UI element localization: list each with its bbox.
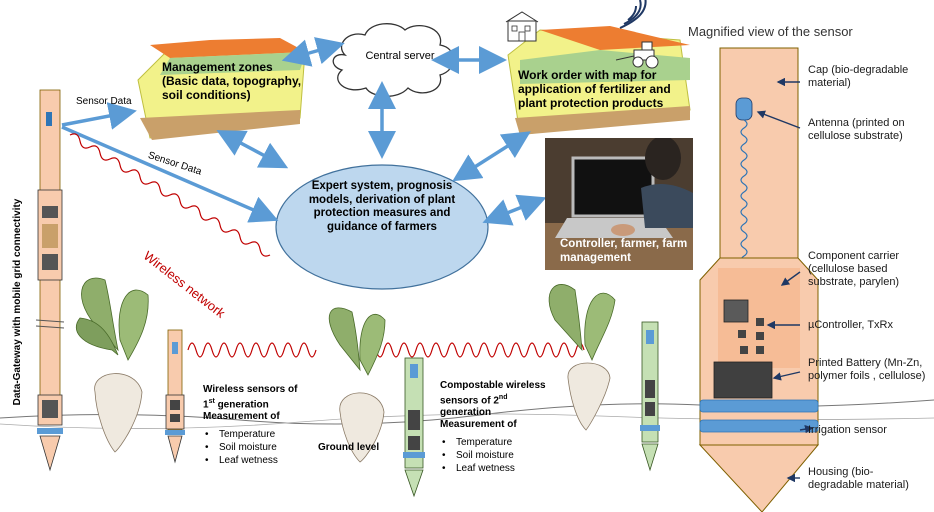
gen2-measurements: Temperature Soil moisture Leaf wetness <box>442 436 515 475</box>
gen1-item: Temperature <box>205 428 278 441</box>
sugar-beet-plant-2 <box>328 307 386 463</box>
arrow-zones-expert <box>216 130 289 169</box>
magnified-leader-arrows <box>756 77 814 483</box>
magnified-sensor <box>698 47 820 512</box>
wireless-wave-horizontal <box>187 342 585 358</box>
data-gateway-pole <box>35 89 65 472</box>
label-antenna: Antenna (printed on cellulose substrate) <box>808 117 905 142</box>
controller-text: Controller, farmer, farm management <box>560 238 688 264</box>
sugar-beet-plant-3 <box>548 284 616 431</box>
flow-arrows <box>61 37 547 226</box>
gen2-title: Compostable wireless sensors of 2nd gene… <box>440 380 570 431</box>
gen2-title-line3: generation <box>440 407 492 419</box>
label-printed-battery: Printed Battery (Mn-Zn, polymer foils , … <box>808 357 926 382</box>
sensor-data-label-1: Sensor Data <box>76 96 132 107</box>
magnified-title: Magnified view of the sensor <box>688 24 853 39</box>
gen1-title: Wireless sensors of 1st generation Measu… <box>203 384 323 423</box>
gen2-sensor-right <box>640 321 660 472</box>
gen1-sensor <box>165 329 185 464</box>
label-component-carrier: Component carrier (cellulose based subst… <box>808 250 900 288</box>
expert-system-text: Expert system, prognosis models, derivat… <box>308 180 456 233</box>
label-cap: Cap (bio-degradable material) <box>808 64 909 89</box>
barn-icon <box>505 11 539 42</box>
gen2-item: Temperature <box>442 436 515 449</box>
label-irrigation-sensor: Irrigation sensor <box>808 424 887 436</box>
gen1-measurements: Temperature Soil moisture Leaf wetness <box>205 428 278 467</box>
label-microcontroller: µController, TxRx <box>808 319 893 331</box>
arrow-zones-server <box>281 37 345 67</box>
gen2-title-line2: sensors of 2nd <box>440 394 508 407</box>
laptop-icon <box>545 138 693 270</box>
gen1-title-line2: 1st generation <box>203 398 269 411</box>
wireless-wave-diagonal <box>69 133 271 257</box>
ground-level-label: Ground level <box>318 442 380 453</box>
central-server-label: Central server <box>365 50 435 62</box>
gen2-title-line4: Measurement of <box>440 419 517 431</box>
expert-system-ellipse <box>275 164 489 290</box>
gen2-sensor-center <box>403 357 425 498</box>
central-server-cloud <box>332 23 455 97</box>
arrow-expert-workorder <box>452 131 531 182</box>
gen2-item: Soil moisture <box>442 449 515 462</box>
management-zones-field <box>137 38 306 140</box>
gen1-item: Leaf wetness <box>205 454 278 467</box>
arrow-sensor-to-expert <box>61 125 279 223</box>
controller-photo <box>545 138 693 270</box>
wifi-signal-icon <box>619 0 647 29</box>
tractor-icon <box>615 41 659 69</box>
gen1-title-line1: Wireless sensors of <box>203 384 298 395</box>
management-zones-text: Management zones (Basic data, topography… <box>162 60 302 103</box>
arrow-sensor-to-zones <box>61 102 137 130</box>
gen1-title-line3: Measurement of <box>203 411 280 423</box>
work-order-text: Work order with map for application of f… <box>518 68 671 111</box>
gen2-title-line1: Compostable wireless <box>440 380 546 391</box>
label-housing: Housing (bio-degradable material) <box>808 466 909 491</box>
gen1-item: Soil moisture <box>205 441 278 454</box>
gen2-item: Leaf wetness <box>442 462 515 475</box>
sugar-beet-plant-1 <box>75 277 149 453</box>
arrow-expert-controller <box>482 194 547 226</box>
gateway-title: Data-Gateway with mobile grid connectivi… <box>12 198 23 406</box>
